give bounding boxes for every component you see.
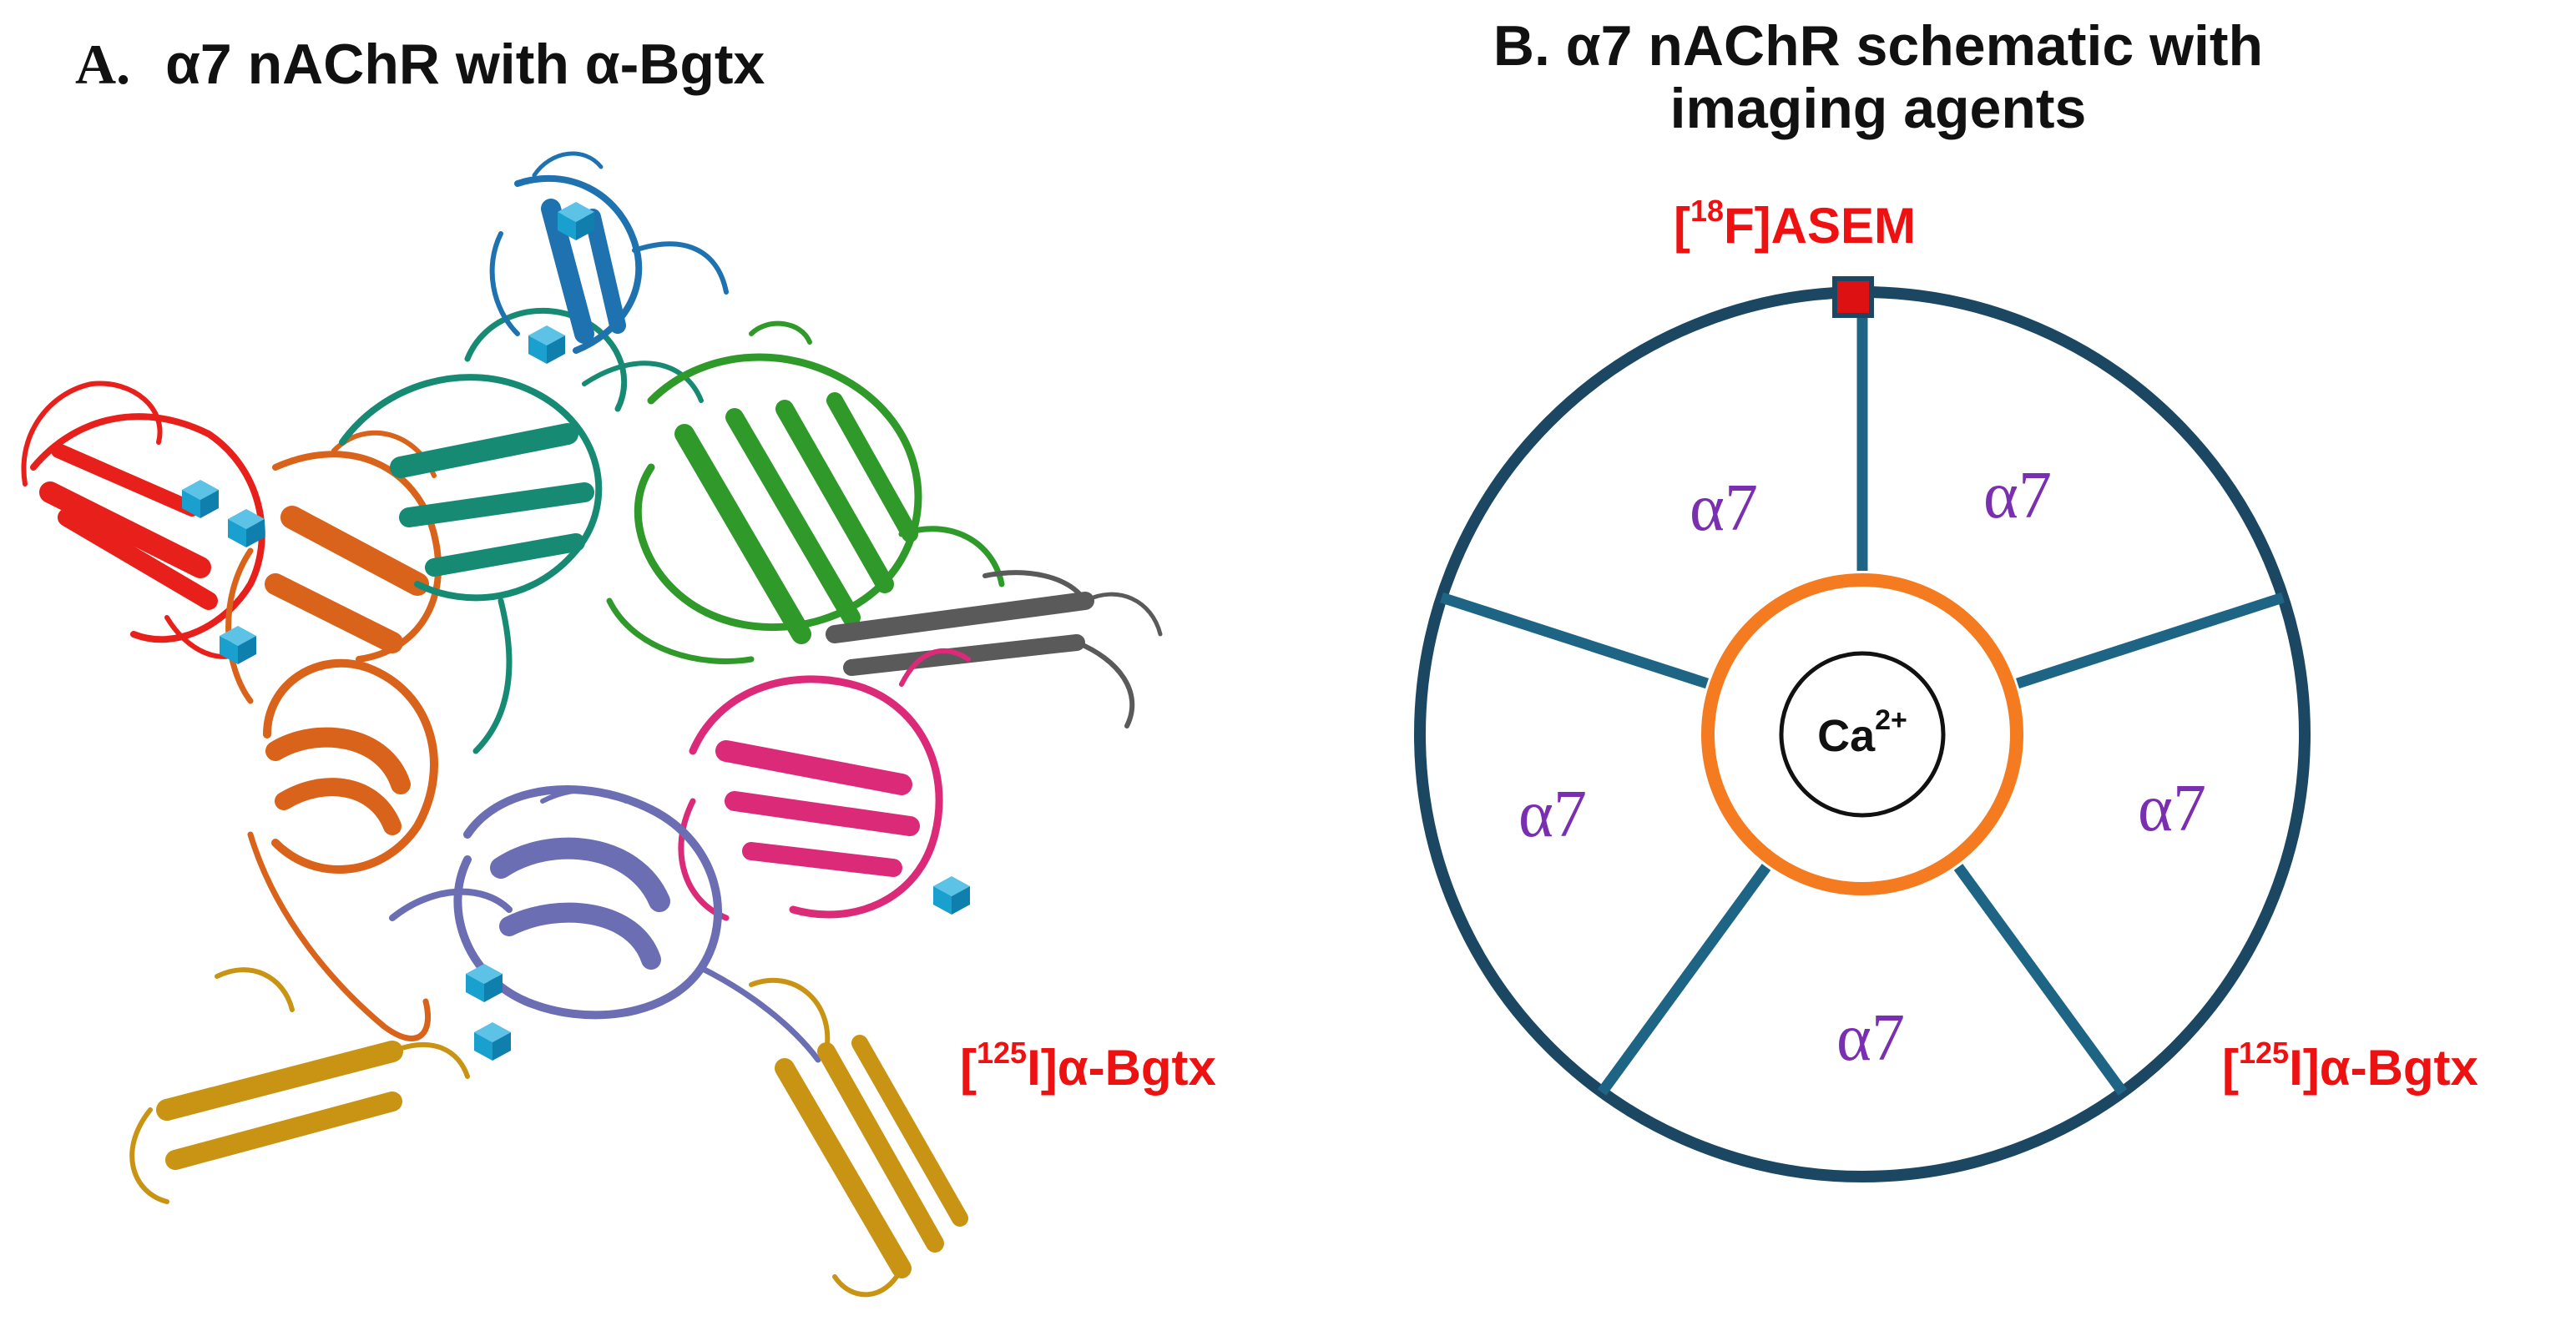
ribbon-gold-toxin — [129, 967, 968, 1298]
receptor-schematic: Ca2+ α7 α7 α7 α7 α7 — [1414, 276, 2311, 1182]
glycan-right — [933, 876, 970, 915]
ion-label: Ca2+ — [1817, 704, 1907, 761]
subunit-label-upper-left: α7 — [1690, 471, 1758, 545]
subunit-label-upper-right: α7 — [1983, 459, 2052, 532]
subunit-label-lower-left: α7 — [1518, 778, 1587, 851]
divider-bottom-right — [1953, 864, 2128, 1096]
ribbon-red-toxin — [21, 381, 265, 659]
ribbon-magenta-subunit — [678, 648, 971, 921]
ribbon-teal-subunit — [339, 307, 704, 754]
asem-label: [18F]ASEM — [1674, 194, 1917, 255]
ribbon-green-subunit — [606, 320, 1005, 664]
divider-bottom-left — [1597, 864, 1771, 1096]
ribbon-blue-toxin — [489, 151, 729, 354]
subunit-label-bottom: α7 — [1836, 1001, 1905, 1075]
subunit-label-lower-right: α7 — [2138, 772, 2206, 845]
glycan-top-2 — [528, 325, 565, 364]
glycan-bottom-1 — [466, 964, 503, 1002]
glycan-bottom-2 — [474, 1022, 511, 1061]
bgtx-label-panel-a: [125I]α-Bgtx — [960, 1036, 1216, 1096]
subunit-labels: α7 α7 α7 α7 α7 — [1518, 459, 2206, 1075]
ribbon-periwinkle-subunit — [389, 785, 821, 1063]
divider-right — [2015, 592, 2286, 689]
panel-b-title-line1: B. α7 nAChR schematic with — [1493, 14, 2264, 78]
panel-b-title-line2: imaging agents — [1669, 76, 2087, 140]
panel-a-title-text: α7 nAChR with α-Bgtx — [165, 33, 765, 96]
receptor-ribbon-structure — [21, 151, 1163, 1298]
panel-a-letter: A. — [75, 33, 131, 96]
panel-a-title: A. α7 nAChR with α-Bgtx — [75, 33, 765, 96]
ion-circle — [1779, 651, 1946, 818]
divider-left — [1439, 592, 1710, 689]
ribbon-gray-toxin — [826, 570, 1163, 728]
asem-binding-marker — [1832, 276, 1874, 318]
subunit-dividers — [1439, 292, 2286, 1096]
bgtx-label-panel-b: [125I]α-Bgtx — [2222, 1036, 2478, 1096]
